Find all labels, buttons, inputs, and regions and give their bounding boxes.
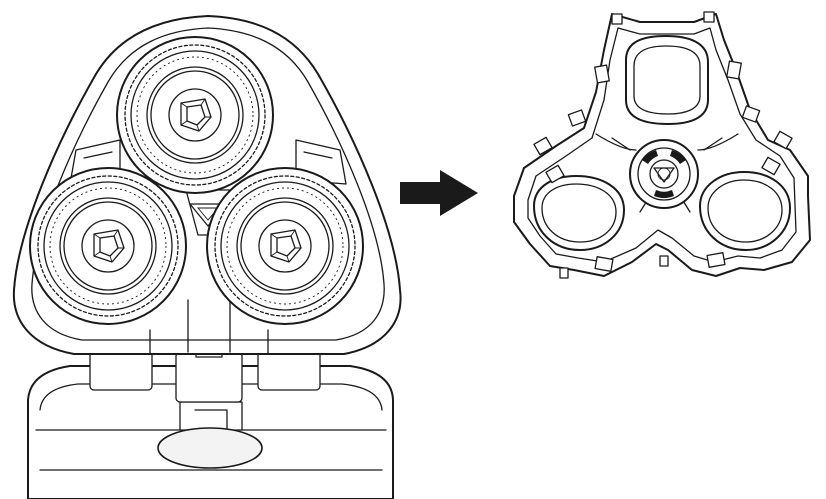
holder-window-left xyxy=(533,175,625,251)
cutter-right xyxy=(206,167,364,325)
shaver-body xyxy=(27,365,394,499)
holder-center-hub xyxy=(629,139,699,209)
holder-tabs xyxy=(533,11,793,279)
cutter-left xyxy=(29,167,187,325)
holder-window-top xyxy=(625,35,709,125)
cutter-holder-frame xyxy=(513,11,811,279)
holder-window-right xyxy=(699,171,791,251)
shaver-head-assembly xyxy=(12,15,402,499)
power-button xyxy=(157,427,263,469)
arrow-right-icon xyxy=(400,170,478,216)
release-button xyxy=(179,401,243,431)
cutter-top xyxy=(116,36,274,194)
